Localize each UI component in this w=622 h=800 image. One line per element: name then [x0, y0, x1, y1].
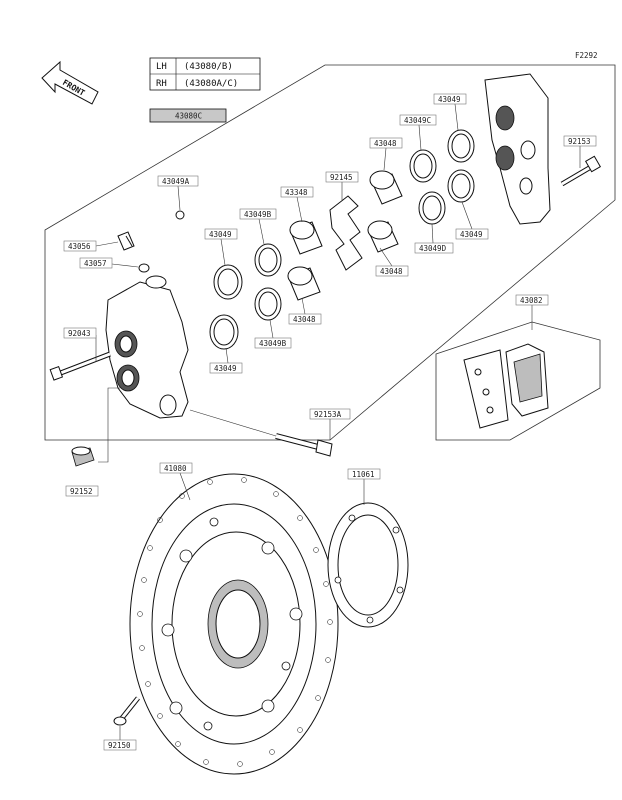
assembly-label-text: 43080C — [175, 112, 202, 121]
callout-92145: 92145 — [325, 171, 359, 183]
pistons — [287, 170, 403, 301]
callout-43049A: 43049A — [157, 175, 199, 187]
svg-text:43049B: 43049B — [259, 339, 287, 348]
svg-text:92152: 92152 — [70, 487, 93, 496]
svg-text:92153A: 92153A — [314, 410, 342, 419]
svg-text:11061: 11061 — [352, 470, 375, 479]
svg-text:43057: 43057 — [84, 259, 107, 268]
callout-labels: 43049 43049C 43048 92153 92145 43348 430… — [63, 93, 597, 751]
callout-11061: 11061 — [347, 468, 381, 480]
bolt-92153A — [189, 409, 333, 457]
callout-92043: 92043 — [63, 327, 97, 339]
callout-43048-low: 43048 — [288, 313, 322, 325]
figure-code: F2292 — [575, 51, 598, 60]
callout-43048-top: 43048 — [369, 137, 403, 149]
callout-43049C: 43049C — [399, 114, 437, 126]
svg-text:92043: 92043 — [68, 329, 91, 338]
svg-text:43049: 43049 — [460, 230, 483, 239]
callout-43049-bottom: 43049 — [209, 362, 243, 374]
variant-row-1-code: (43080A/C) — [184, 79, 238, 89]
svg-text:43048: 43048 — [293, 315, 316, 324]
callout-43049B-upper: 43049B — [239, 208, 277, 220]
spacer-11061 — [327, 502, 409, 628]
cap-92152 — [71, 387, 120, 467]
svg-text:92145: 92145 — [330, 173, 353, 182]
bolt-92043 — [49, 351, 111, 381]
svg-text:41080: 41080 — [164, 464, 187, 473]
brake-disc-41080 — [129, 473, 339, 775]
svg-text:43056: 43056 — [68, 242, 91, 251]
callout-43049-right: 43049 — [455, 228, 489, 240]
bolt-92153 — [560, 155, 602, 187]
front-direction-arrow: FRONT — [41, 60, 99, 105]
leader-lines — [95, 103, 581, 740]
svg-text:43348: 43348 — [285, 188, 308, 197]
callout-43048-mid: 43048 — [375, 265, 409, 277]
callout-41080: 41080 — [159, 462, 193, 474]
pad-spring-92145 — [329, 195, 363, 271]
svg-text:43049: 43049 — [438, 95, 461, 104]
svg-text:92150: 92150 — [108, 741, 131, 750]
callout-43049D: 43049D — [414, 242, 454, 254]
callout-92153A: 92153A — [309, 408, 351, 420]
svg-text:92153: 92153 — [568, 137, 591, 146]
bolt-92150 — [113, 696, 140, 726]
callout-43057: 43057 — [79, 257, 113, 269]
svg-text:43048: 43048 — [374, 139, 397, 148]
assembly-label: 43080C — [149, 108, 227, 123]
svg-text:43049C: 43049C — [404, 116, 431, 125]
brake-pad-set — [435, 321, 601, 441]
callout-43082: 43082 — [515, 294, 549, 306]
svg-text:43048: 43048 — [380, 267, 403, 276]
seal-rings — [209, 129, 475, 350]
callout-92153: 92153 — [563, 135, 597, 147]
svg-text:43049: 43049 — [214, 364, 237, 373]
svg-text:43049A: 43049A — [162, 177, 190, 186]
callout-43049B-lower: 43049B — [254, 337, 292, 349]
callout-92152: 92152 — [65, 485, 99, 497]
callout-92150: 92150 — [103, 739, 137, 751]
svg-text:43049B: 43049B — [244, 210, 272, 219]
variant-row-0-side: LH — [156, 62, 167, 72]
callout-43056: 43056 — [63, 240, 97, 252]
bleed-valve — [117, 210, 185, 273]
svg-text:43049: 43049 — [209, 230, 232, 239]
caliper-inner-half — [105, 275, 189, 419]
svg-text:43049D: 43049D — [419, 244, 447, 253]
caliper-outer-half — [484, 73, 551, 225]
callout-43049-top-right: 43049 — [433, 93, 467, 105]
variant-row-1-side: RH — [156, 79, 167, 89]
variant-row-0-code: (43080/B) — [184, 62, 233, 72]
callout-43348: 43348 — [280, 186, 314, 198]
caliper-assembly-outline — [44, 64, 616, 441]
svg-text:43082: 43082 — [520, 296, 543, 305]
callout-43049-left: 43049 — [204, 228, 238, 240]
variant-table: LH (43080/B) RH (43080A/C) — [149, 57, 261, 91]
